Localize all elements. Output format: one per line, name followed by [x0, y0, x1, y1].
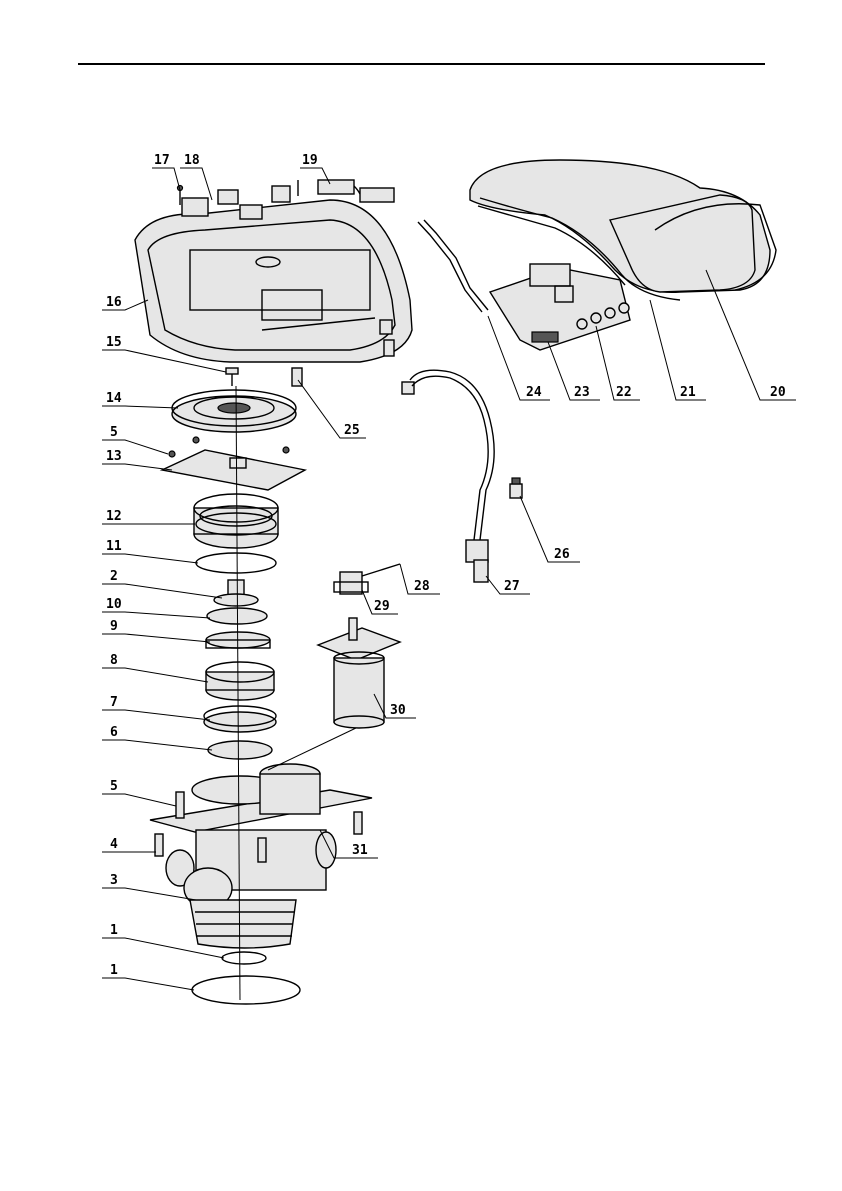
callout-11-left: 11	[106, 539, 122, 554]
callout-10-left: 10	[106, 597, 122, 612]
callout-3-left: 3	[110, 873, 118, 888]
callout-27: 27	[504, 579, 520, 594]
callout-5-upper: 5	[110, 425, 118, 440]
callout-15-left: 15	[106, 335, 122, 350]
callout-30: 30	[390, 703, 406, 718]
rotor-8	[206, 662, 274, 700]
callout-4-left: 4	[110, 837, 118, 852]
disc-6	[208, 741, 272, 759]
callout-21: 21	[680, 385, 696, 400]
callout-1-lower: 1	[110, 963, 118, 978]
callout-13-left: 13	[106, 449, 122, 464]
callout-28: 28	[414, 579, 430, 594]
display-board	[490, 264, 630, 350]
callout-2-left: 2	[110, 569, 118, 584]
pin-28	[362, 564, 400, 576]
callout-22: 22	[616, 385, 632, 400]
connector-26	[510, 478, 522, 498]
main-gear-14	[172, 390, 296, 432]
callout-1-upper: 1	[110, 923, 118, 938]
cover-housing	[135, 186, 412, 362]
callout-8-left: 8	[110, 653, 118, 668]
callout-9-left: 9	[110, 619, 118, 634]
callout-19-top: 19	[302, 153, 318, 168]
oring-11	[196, 553, 276, 573]
disc-7	[204, 706, 276, 732]
cable-27	[402, 370, 494, 582]
wire-harness-19-top	[298, 180, 394, 202]
ribbon-cable	[418, 220, 488, 312]
callout-20: 20	[770, 385, 786, 400]
callout-24: 24	[526, 385, 542, 400]
callout-23: 23	[574, 385, 590, 400]
callout-16-left: 16	[106, 295, 122, 310]
oring-1-small	[222, 952, 266, 964]
ring-12	[194, 494, 278, 548]
callout-25: 25	[344, 423, 360, 438]
callout-26: 26	[554, 547, 570, 562]
callout-18-top: 18	[184, 153, 200, 168]
callout-29: 29	[374, 599, 390, 614]
motor-axis	[268, 728, 356, 770]
callout-5-lower: 5	[110, 779, 118, 794]
pinion-2	[214, 580, 258, 606]
callout-31: 31	[352, 843, 368, 858]
callout-14-left: 14	[106, 391, 122, 406]
control-panel-cover	[470, 160, 776, 300]
callout-7-left: 7	[110, 695, 118, 710]
oring-1-large	[192, 976, 300, 1004]
valve-body	[150, 764, 372, 948]
callout-17-top: 17	[154, 153, 170, 168]
screw-15	[226, 368, 238, 386]
circuit-plate-13	[162, 437, 305, 490]
motor-30	[318, 618, 400, 728]
callout-6-left: 6	[110, 725, 118, 740]
callout-12-left: 12	[106, 509, 122, 524]
screw-22-right	[384, 340, 394, 356]
